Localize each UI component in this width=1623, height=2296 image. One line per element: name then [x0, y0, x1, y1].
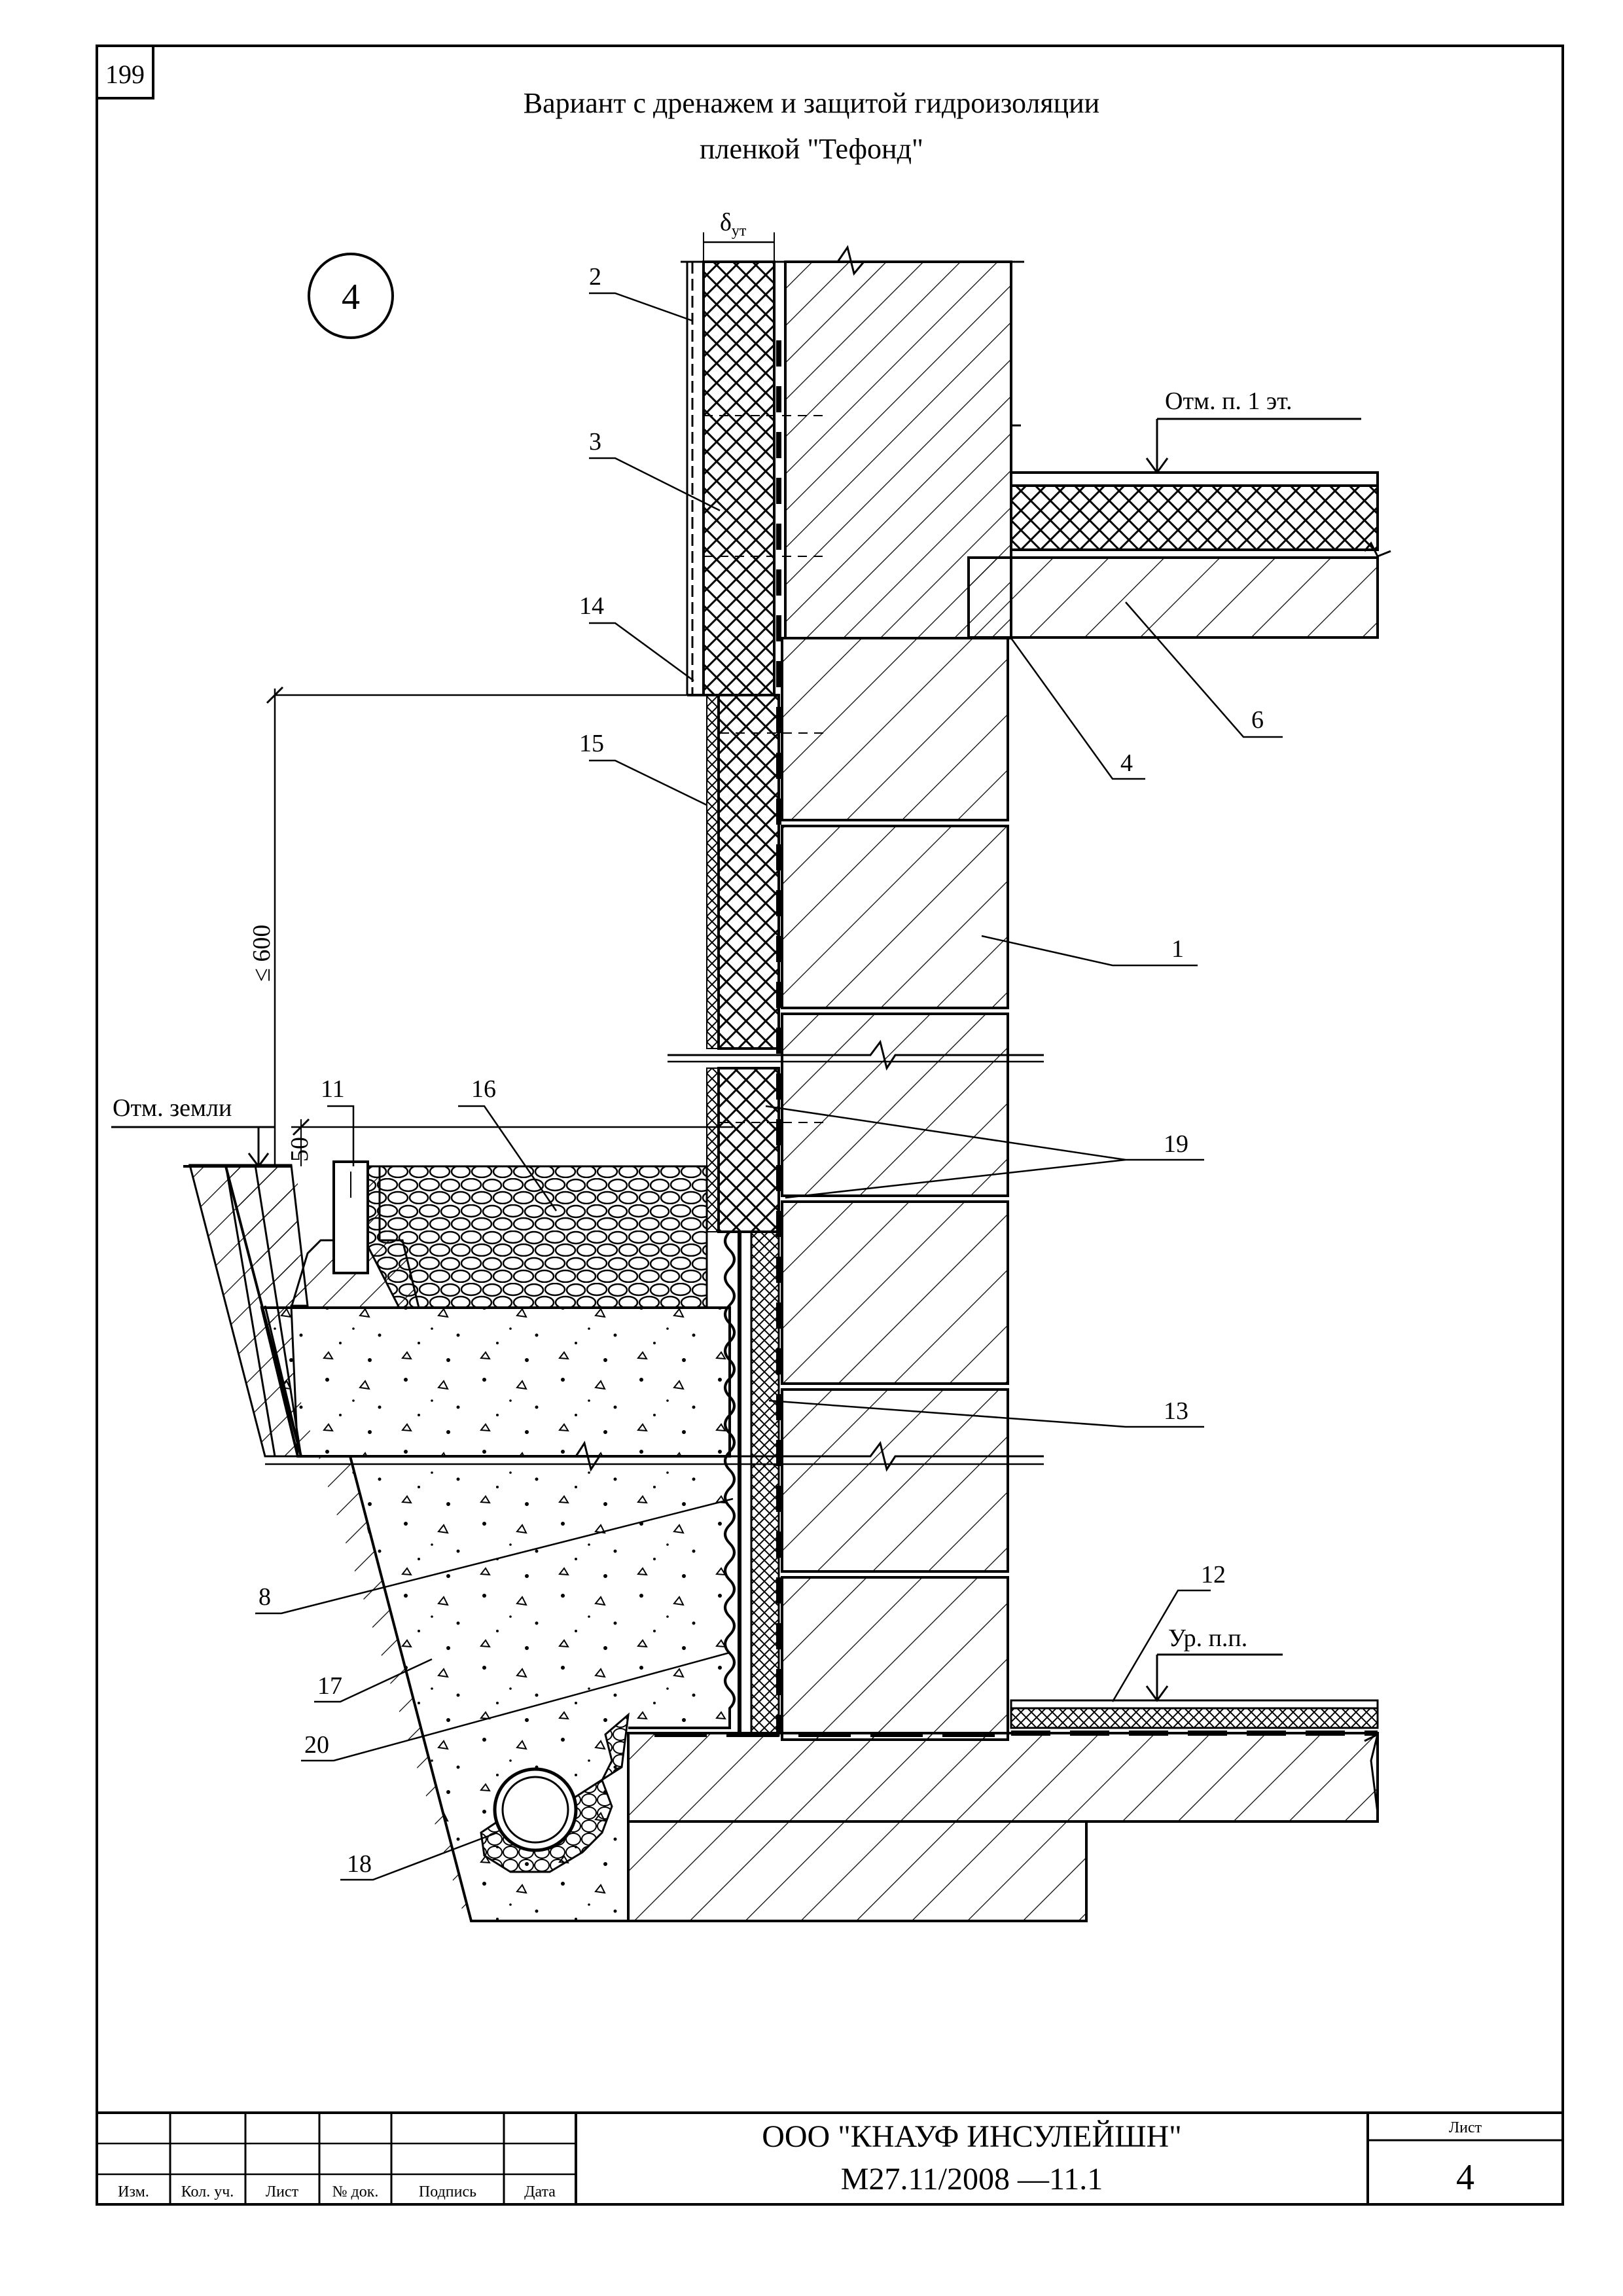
callout-20: 20 [304, 1731, 329, 1759]
callout-1: 1 [1171, 935, 1184, 963]
ground-floor-insulation [1010, 1707, 1379, 1729]
plinth-insulation-lower [717, 1067, 780, 1233]
callouts [255, 292, 1283, 1881]
break-line-upper [668, 1039, 1044, 1071]
dim-600: ≤ 600 [248, 925, 276, 982]
callout-11: 11 [321, 1075, 345, 1103]
ground-floor-screed [1010, 1699, 1379, 1710]
floor-slab [967, 556, 1379, 639]
insulation-upper [702, 260, 776, 696]
pebble-layer [365, 1165, 708, 1309]
stamp-header-list: Лист [266, 2183, 299, 2200]
title-line-1: Вариант с дренажем и защитой гидроизоляц… [524, 87, 1099, 119]
sand-backfill [260, 1306, 731, 1458]
callout-4: 4 [1120, 749, 1133, 777]
page-number: 199 [105, 60, 145, 89]
callout-18: 18 [347, 1850, 372, 1878]
callout-16: 16 [471, 1075, 496, 1103]
wall-break-top [681, 245, 1024, 276]
title-block [96, 2111, 1564, 2206]
detail-number: 4 [342, 277, 360, 317]
callout-19: 19 [1164, 1130, 1188, 1158]
stamp-sheet-number: 4 [1456, 2157, 1474, 2198]
sand-backfill-lower [350, 1464, 730, 1921]
mark-ground: Отм. земли [113, 1094, 232, 1122]
callout-15: 15 [579, 730, 604, 757]
stamp-header-kol: Кол. уч. [181, 2183, 234, 2200]
callout-13: 13 [1164, 1397, 1188, 1425]
plinth-insulation [717, 694, 780, 1050]
dim-50: 50 [286, 1137, 313, 1162]
callout-8: 8 [259, 1583, 271, 1611]
drain-pipe [493, 1767, 578, 1852]
soil-left-trench [226, 1165, 471, 1918]
detail-circle [308, 253, 394, 339]
stamp-header-doc: № док. [332, 2183, 379, 2200]
curb-11 [332, 1160, 369, 1274]
callout-6: 6 [1251, 706, 1264, 734]
protective-board [750, 1230, 780, 1737]
mark-floor: Отм. п. 1 эт. [1165, 387, 1293, 415]
callout-12: 12 [1201, 1561, 1226, 1588]
foundation-slab [627, 1732, 1379, 1823]
foundation-footing [627, 1820, 1088, 1922]
stamp-org: ООО "КНАУФ ИНСУЛЕЙШН" [762, 2119, 1182, 2154]
page-number-box [96, 45, 154, 99]
floor-screed [1010, 471, 1379, 487]
stamp-header-date: Дата [524, 2183, 556, 2200]
stamp-doc-code: М27.11/2008 —11.1 [841, 2162, 1103, 2197]
stamp-header-sign: Подпись [419, 2183, 476, 2200]
title-line-2: пленкой "Тефонд" [700, 133, 923, 165]
floor-insulation [1010, 484, 1379, 551]
delta-label: δут [720, 209, 747, 240]
block-masonry [781, 637, 1009, 1741]
callout-17: 17 [317, 1672, 342, 1700]
callout-3: 3 [589, 428, 601, 456]
plinth-render [706, 694, 719, 1049]
stamp-sheet-label: Лист [1449, 2119, 1482, 2136]
mark-slab: Ур. п.п. [1168, 1624, 1247, 1652]
callout-2: 2 [589, 263, 601, 291]
stamp-header-izm: Изм. [118, 2183, 149, 2200]
callout-14: 14 [579, 592, 604, 620]
